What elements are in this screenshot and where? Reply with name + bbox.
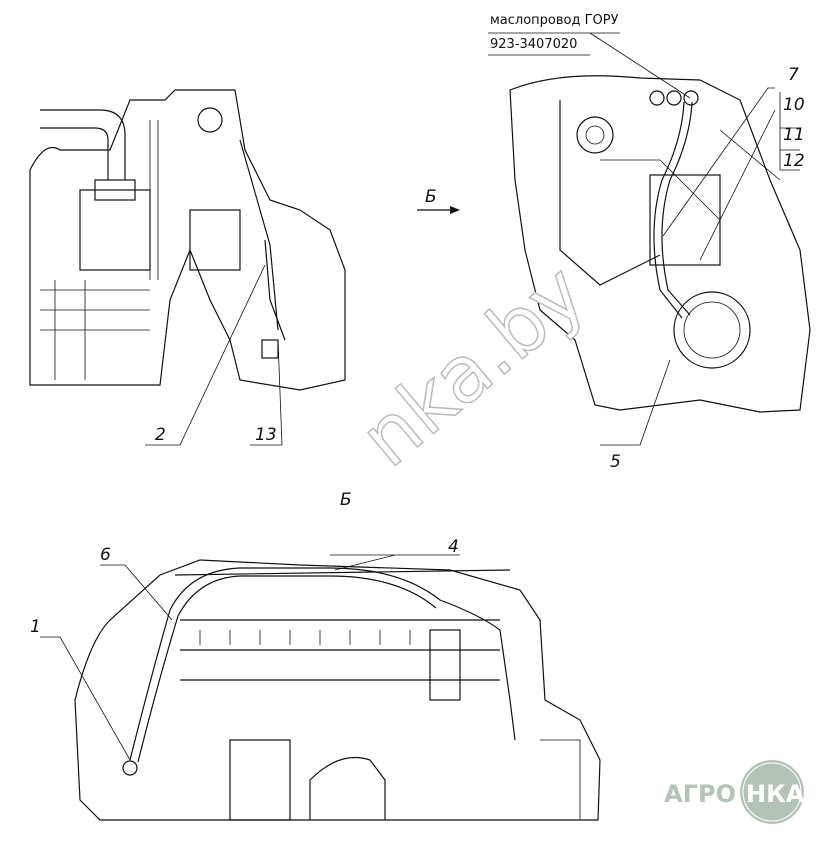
- logo-left-text: АГРО: [664, 780, 736, 808]
- logo-right-text: НКА: [746, 780, 805, 808]
- callout-note-title: маслопровод ГОРУ: [490, 13, 619, 28]
- callout-6: 6: [100, 545, 111, 565]
- callout-11: 11: [783, 125, 805, 145]
- callout-2: 2: [155, 425, 166, 445]
- callout-7: 7: [788, 65, 799, 85]
- view-title: Б: [340, 490, 352, 510]
- view-arrow-label: Б: [425, 187, 437, 207]
- view-bottom-engine: [74, 559, 601, 821]
- view-right-engine: [509, 75, 811, 413]
- callout-5: 5: [610, 452, 621, 472]
- callout-1: 1: [30, 617, 41, 637]
- callout-10: 10: [783, 95, 805, 115]
- callout-4: 4: [448, 537, 459, 557]
- agro-nka-logo: АГРО НКА: [664, 760, 805, 824]
- callout-note-part-number: 923-3407020: [490, 37, 577, 52]
- callout-12: 12: [783, 151, 805, 171]
- leader-lines: [40, 32, 800, 761]
- callout-13: 13: [255, 425, 277, 445]
- view-left-engine: [29, 89, 346, 391]
- watermark: nka.by: [344, 248, 602, 485]
